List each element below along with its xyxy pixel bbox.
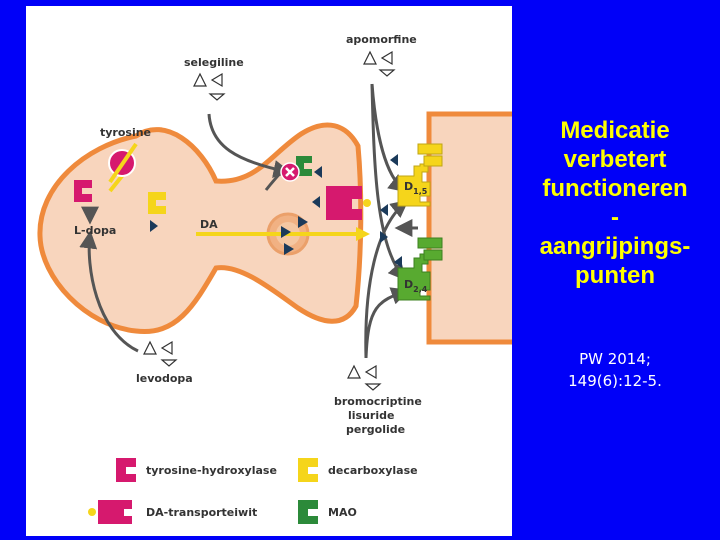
legend: tyrosine-hydroxylase decarboxylase DA-tr… <box>88 458 418 524</box>
reference-line: PW 2014; <box>579 350 651 368</box>
label-levodopa: levodopa <box>136 372 193 385</box>
decarboxylase-enzyme <box>148 192 166 214</box>
title-line: Medicatie <box>560 117 670 144</box>
label-apomorfine: apomorfine <box>346 33 417 46</box>
title-line: functioneren <box>542 175 688 202</box>
bromocriptine-molecules <box>347 364 382 391</box>
reference-line: 149(6):12-5. <box>568 372 662 390</box>
diagram-figure: selegiline apomorfine tyrosine L-dopa DA… <box>26 6 512 536</box>
label-da: DA <box>200 218 218 231</box>
da-molecule <box>281 226 291 238</box>
legend-tyrosine-hydroxylase: tyrosine-hydroxylase <box>146 464 277 477</box>
title-line: aangrijpings- <box>539 233 691 260</box>
label-bromocriptine: bromocriptine <box>334 395 422 408</box>
da-molecule <box>150 220 158 232</box>
da-molecule <box>380 204 388 216</box>
bromocriptine-arrow-2 <box>364 199 409 359</box>
da-molecule <box>390 154 398 166</box>
bromocriptine-arrow-1 <box>364 287 410 359</box>
da-transporter <box>326 186 362 220</box>
diagram-svg: selegiline apomorfine tyrosine L-dopa DA… <box>37 33 512 524</box>
levodopa-arrow <box>79 230 139 353</box>
label-selegiline: selegiline <box>184 56 244 69</box>
legend-icon-mao <box>298 500 318 524</box>
label-d24: D2,4 <box>404 278 428 294</box>
da-molecule <box>380 231 388 243</box>
da-molecule <box>312 196 320 208</box>
da-molecule <box>298 216 308 228</box>
apomorfine-molecules <box>363 50 396 77</box>
legend-da-transporter: DA-transporteiwit <box>146 506 257 519</box>
slide-title: Medicatie verbetert functioneren - aangr… <box>514 116 716 290</box>
levodopa-molecules <box>143 340 178 367</box>
receptor-d24 <box>397 237 443 301</box>
title-line: - <box>611 204 619 231</box>
apomorfine-arrow-2 <box>370 83 407 281</box>
da-molecule <box>284 243 294 255</box>
legend-mao: MAO <box>328 506 357 519</box>
title-line: verbetert <box>563 146 667 173</box>
legend-decarboxylase: decarboxylase <box>328 464 418 477</box>
selegiline-arrow <box>207 113 292 178</box>
label-tyrosine: tyrosine <box>100 126 151 139</box>
label-pergolide: pergolide <box>346 423 405 436</box>
legend-icon-da-transporter <box>98 500 132 524</box>
label-lisuride: lisuride <box>348 409 394 422</box>
tyrosine-hydroxylase-enzyme <box>74 180 92 202</box>
da-molecule <box>314 166 322 178</box>
receptor-d15 <box>397 143 443 207</box>
legend-icon-decarboxylase <box>298 458 318 482</box>
reference: PW 2014; 149(6):12-5. <box>514 348 716 392</box>
postsynaptic-cell <box>426 111 512 345</box>
title-line: punten <box>575 262 655 289</box>
legend-icon-tyrosine-hydroxylase <box>116 458 136 482</box>
da-molecule <box>394 256 402 268</box>
mao-enzyme <box>296 156 312 176</box>
label-d15: D1,5 <box>404 180 428 196</box>
label-ldopa: L-dopa <box>74 224 116 237</box>
selegiline-molecules <box>193 72 226 101</box>
